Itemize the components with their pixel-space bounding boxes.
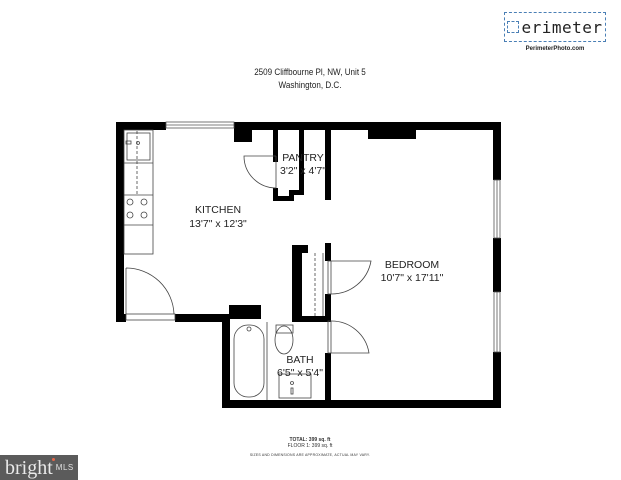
watermark-dot-icon (52, 458, 55, 461)
watermark-mls: MLS (55, 463, 74, 472)
pantry-door (243, 155, 277, 189)
address-line-2: Washington, D.C. (278, 80, 342, 91)
room-name-bedroom: BEDROOM (385, 259, 439, 271)
room-name-kitchen: KITCHEN (195, 204, 241, 216)
room-name-bath: BATH (286, 354, 313, 366)
room-name-pantry: PANTRY (282, 152, 324, 164)
floor-1-area: FLOOR 1: 399 sq. ft (287, 443, 333, 449)
room-dims-kitchen: 13'7" x 12'3" (189, 218, 247, 230)
bedroom-doors (327, 260, 372, 354)
bath-fixtures (233, 322, 312, 400)
area-totals: TOTAL: 399 sq. ft FLOOR 1: 399 sq. ft SI… (230, 437, 390, 457)
logo-brand-text: erimeter (521, 17, 603, 37)
windows (165, 121, 501, 353)
bright-mls-watermark: bright MLS (0, 455, 78, 480)
disclaimer: SIZES AND DIMENSIONS ARE APPROXIMATE, AC… (249, 453, 371, 457)
perimeter-logo: erimeter (504, 12, 606, 42)
closet (314, 253, 324, 316)
room-dims-bedroom: 10'7" x 17'11" (381, 272, 444, 284)
total-area: TOTAL: 399 sq. ft (289, 437, 331, 443)
kitchen-fixtures (123, 129, 176, 321)
room-dims-bath: 6'5" x 5'4" (277, 367, 323, 379)
address-line-1: 2509 Cliffbourne Pl, NW, Unit 5 (254, 67, 366, 78)
watermark-bright: bright (5, 456, 53, 479)
room-dims-pantry: 3'2" x 4'7" (280, 165, 326, 177)
property-address: 2509 Cliffbourne Pl, NW, Unit 5 Washingt… (217, 66, 404, 92)
logo-url: PerimeterPhoto.com (525, 46, 585, 52)
walls (116, 122, 501, 408)
logo-p-icon (507, 21, 520, 33)
